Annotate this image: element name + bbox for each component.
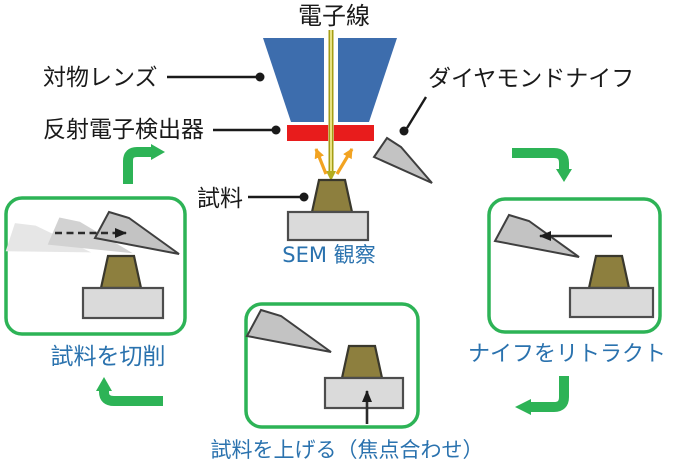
specimen-label: 試料 [197,186,243,212]
bse-detector-leader-dot [271,125,281,135]
diamond-knife-label: ダイヤモンドナイフ [428,66,634,92]
diamond-knife-leader-dot [399,126,409,136]
panel-cut-specimen: 試料を切削 [1,196,187,370]
electron-beam-label: 電子線 [298,2,370,30]
cycle-arrow-top-left-icon [123,147,151,184]
callouts: 電子線 対物レンズ 反射電子検出器 ダイヤモンドナイフ 試料 SEM 観察 [43,2,634,267]
cycle-arrow-top-left-head [151,144,165,160]
microscope-column [263,30,433,242]
bse-signal-arrow-right-icon [335,148,354,175]
bse-detector-label: 反射電子検出器 [43,117,204,143]
cycle-arrow-top-right-head [556,169,572,182]
cycle-arrow-bottom-right-icon [530,376,569,412]
objective-lens-label: 対物レンズ [43,65,158,91]
sem-observation-caption: SEM 観察 [282,243,375,267]
step-cut-caption: 試料を切削 [51,344,166,370]
cycle-arrow-bottom-left-head [96,377,112,391]
step-raise-caption: 試料を上げる（焦点合わせ） [211,438,484,461]
cycle-arrow-top-right-icon [512,148,569,170]
bse-detector-right-plate [334,125,374,141]
panel-raise-specimen: 試料を上げる（焦点合わせ） [211,302,484,461]
cycle-arrow-bottom-right-head [515,399,531,415]
specimen-block [587,254,631,290]
specimen-stage [568,286,655,319]
objective-lens-left-half [263,38,324,122]
bse-detector-left-plate [287,125,328,141]
diamond-knife-icon [372,136,433,184]
beam-arrowhead-icon [326,171,336,181]
objective-lens-leader-dot [255,72,265,82]
specimen-block [310,178,354,214]
specimen-block [99,254,143,290]
specimen-leader-dot [299,192,309,202]
cycle-arrows [96,144,572,415]
step-retract-caption: ナイフをリトラクト [468,342,666,367]
specimen-stage [323,376,405,410]
objective-lens-right-half [338,38,397,122]
specimen-block [340,344,384,380]
cycle-arrow-bottom-left-icon [99,390,163,406]
specimen-stage [286,210,370,242]
bse-signal-arrow-left-icon [314,148,328,175]
panel-retract-knife: ナイフをリトラクト [468,197,666,367]
specimen-stage [81,286,165,320]
diamond-knife-leader-line [405,96,428,129]
